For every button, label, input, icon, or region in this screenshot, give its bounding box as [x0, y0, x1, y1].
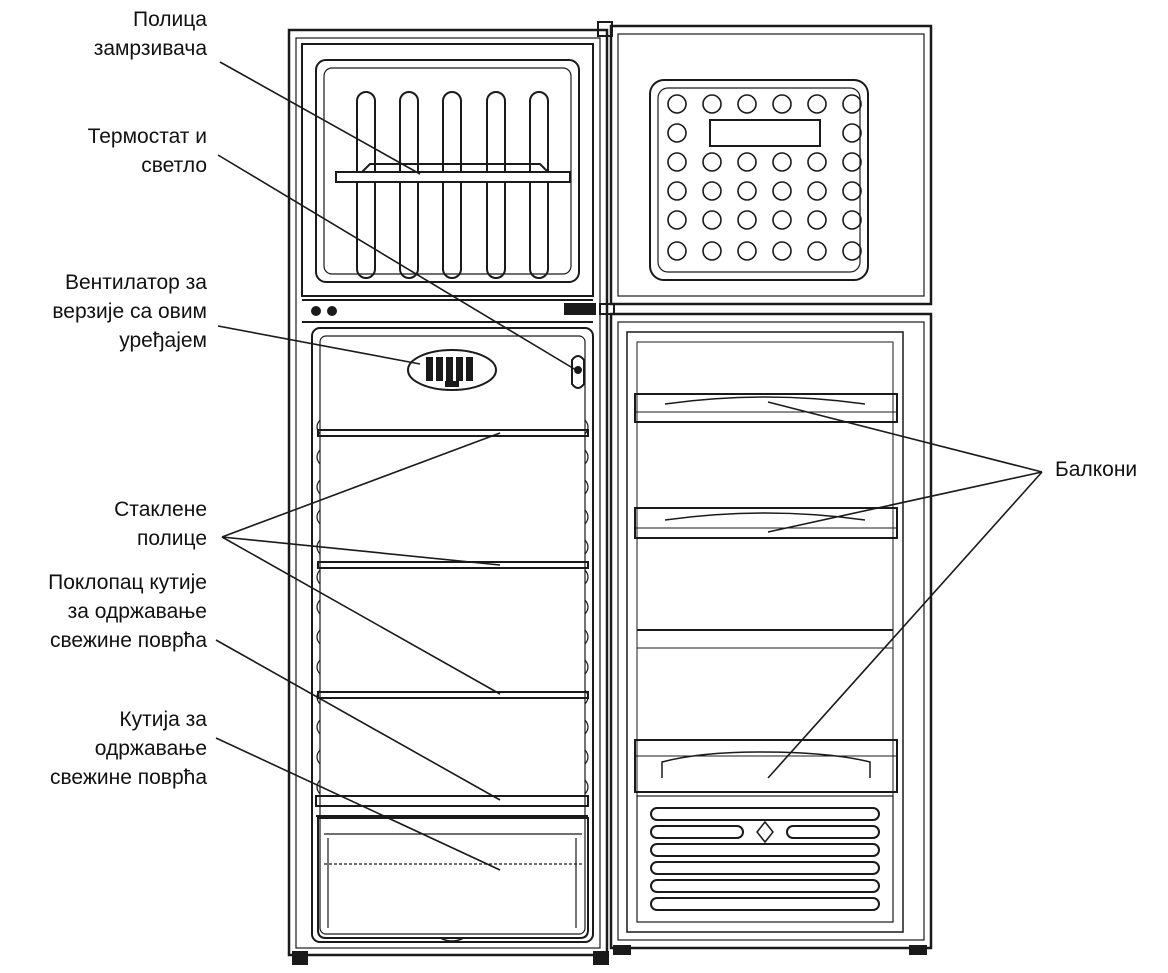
leader-lines [215, 61, 1043, 871]
door-balconies [634, 393, 898, 793]
door-bottom-vent [636, 795, 894, 923]
crisper-cover [315, 795, 589, 817]
freezer-compartment [301, 43, 594, 297]
freezer-shelf [335, 163, 571, 183]
control-strip [302, 299, 593, 323]
label-balconies: Балкони [1055, 458, 1138, 481]
fridge-cabinet [287, 28, 609, 965]
label-crisper-box: Кутија за одржавање свежине поврћа [50, 708, 207, 789]
label-crisper-cover: Поклопац кутије за одржавање свежине пов… [48, 571, 207, 652]
fan [407, 349, 497, 391]
label-fan: Вентилатор за верзије са овим уређајем [52, 271, 207, 352]
freezer-door [597, 21, 933, 306]
label-freezer-shelf: Полица замрзивача [93, 8, 207, 60]
label-glass-shelves: Стаклене полице [114, 498, 207, 550]
door-hinge [564, 303, 615, 315]
glass-shelves [317, 429, 589, 699]
thermostat-light [571, 355, 585, 389]
fridge-door [609, 312, 933, 955]
fridge-compartment [311, 327, 594, 943]
label-thermostat-light: Термостат и светло [87, 125, 207, 177]
crisper-box [317, 817, 589, 942]
